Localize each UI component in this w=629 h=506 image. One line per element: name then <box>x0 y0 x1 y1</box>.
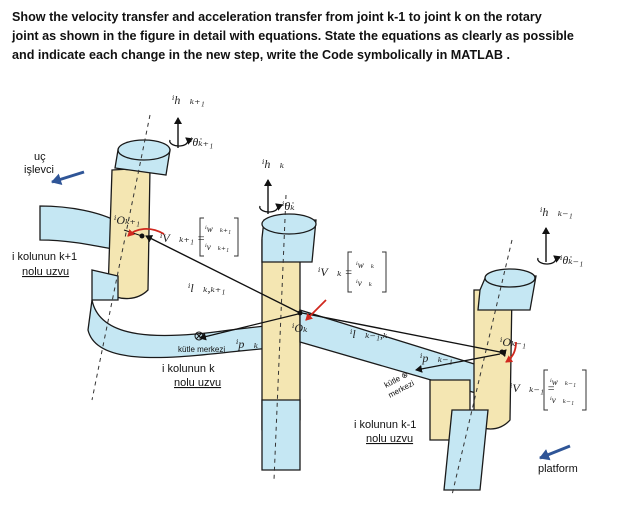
sym-v-kp1: ⁱv⃗ₖ₊₁ <box>205 242 229 252</box>
sym-theta-km1: ⁱθ̇ₖ₋₁ <box>560 253 583 267</box>
sym-h-k: ⁱh⃗ₖ <box>262 157 285 171</box>
bracket-v-km1 <box>543 369 587 411</box>
label-link-kp1-2: nolu uzvu <box>22 266 69 278</box>
axis-h-k-plus-1 <box>169 117 194 148</box>
link-k <box>261 194 501 481</box>
label-end-effector-1: uç <box>34 151 46 163</box>
sym-theta-kp1: ⁱθ̇ₖ₊₁ <box>190 135 213 149</box>
sym-V-kp1: ⁱV⃗ₖ₊₁ = <box>160 231 205 245</box>
question-line-1: Show the velocity transfer and accelerat… <box>12 10 542 24</box>
label-link-km1-1: i kolunun k-1 <box>354 419 416 431</box>
sym-w-kp1: ⁱw⃗ₖ₊₁ <box>205 224 231 234</box>
sym-theta-k: ⁱθ̇ₖ <box>282 199 295 213</box>
axis-h-k-minus-1 <box>537 227 562 265</box>
sym-w-k: ⁱw⃗ₖ <box>356 260 375 270</box>
label-link-k-2: nolu uzvu <box>174 377 221 389</box>
center-of-mass-markers <box>194 331 204 341</box>
sym-w-km1: ⁱw⃗ₖ₋₁ <box>550 377 576 387</box>
sym-p-km1: ⁱp⃗ₖ₋₁ <box>420 351 453 365</box>
sym-v-km1: ⁱv⃗ₖ₋₁ <box>550 395 574 405</box>
label-end-effector-2: işlevci <box>24 164 54 176</box>
sym-V-km1: ⁱV⃗ₖ₋₁ = <box>510 381 555 395</box>
link-k-minus-1 <box>429 239 537 496</box>
question-text: Show the velocity transfer and accelerat… <box>12 8 617 65</box>
sym-O-k: ⁱOₖ <box>292 321 308 335</box>
question-line-3: and indicate each change in the new step… <box>12 48 511 62</box>
sym-V-k: ⁱV⃗ₖ = <box>318 265 353 279</box>
label-platform: platform <box>538 463 578 475</box>
end-effector-arrow <box>51 170 85 186</box>
vector-lines <box>123 228 517 373</box>
axis-h-k <box>259 179 284 214</box>
sym-l-km1-k: ⁱl⃗ₖ₋₁,ₖ <box>350 327 388 341</box>
sym-l-k-kp1: ⁱl⃗ₖ,ₖ₊₁ <box>188 281 225 295</box>
sym-h-kp1: ⁱh⃗ₖ₊₁ <box>172 93 205 107</box>
bracket-v-k <box>347 251 387 293</box>
sym-h-km1: ⁱh⃗ₖ₋₁ <box>540 205 573 219</box>
sym-O-kp1: ⁱOₖ₊₁ <box>114 213 140 227</box>
label-link-kp1-1: i kolunun k+1 <box>12 251 77 263</box>
platform-arrow <box>539 444 571 461</box>
question-line-2: joint as shown in the figure in detail w… <box>12 29 574 43</box>
label-link-k-1: i kolunun k <box>162 363 215 375</box>
link-k-plus-1 <box>39 114 301 401</box>
sym-p-k: ⁱp⃗ₖ <box>236 337 259 351</box>
sym-O-km1: ⁱOₖ₋₁ <box>500 335 526 349</box>
bracket-v-kp1 <box>199 217 239 257</box>
label-com-k: kütle merkezi <box>178 345 225 354</box>
sym-v-k: ⁱv⃗ₖ <box>356 278 373 288</box>
label-link-km1-2: nolu uzvu <box>366 433 413 445</box>
